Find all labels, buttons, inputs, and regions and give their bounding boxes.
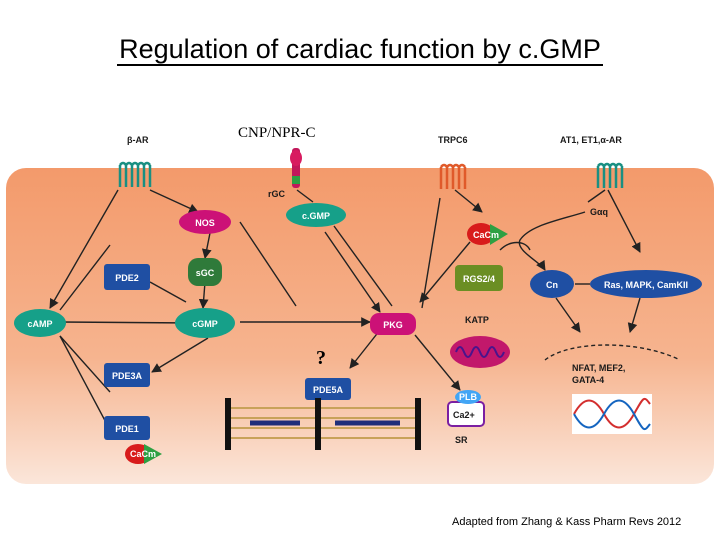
nfat-line-1: NFAT, MEF2, (572, 363, 625, 373)
source-credit: Adapted from Zhang & Kass Pharm Revs 201… (452, 516, 682, 528)
cacm-bottom-label: CaCm (130, 449, 156, 459)
mitochondrion-icon (450, 336, 510, 368)
cacm-bottom-node: CaCm (125, 444, 162, 464)
at1-receptor-icon (596, 162, 624, 188)
cgmp-mid-label: cGMP (192, 319, 218, 329)
rgs-label: RGS2/4 (463, 274, 495, 284)
sr-label: SR (455, 435, 468, 445)
pde2-node (104, 264, 150, 290)
page-title: Regulation of cardiac function by c.GMP (117, 34, 603, 66)
pde5a-node (305, 378, 351, 400)
dna-helix-icon (572, 394, 652, 434)
ras-mapk-label: Ras, MAPK, CamKII (604, 280, 688, 290)
ca2-label: Ca2+ (453, 410, 475, 420)
pde3a-label: PDE3A (112, 371, 143, 381)
cacm-top-node: CaCm (467, 223, 508, 245)
cgmp-top-node (286, 203, 346, 227)
at1-label: AT1, ET1,α-AR (560, 135, 622, 145)
cn-node (530, 270, 574, 298)
pkg-node (370, 313, 416, 335)
katp-label: KATP (465, 315, 489, 325)
pathway-arrows (49, 189, 681, 431)
nos-node (179, 210, 231, 234)
plb-node (455, 390, 481, 404)
pde5a-label: PDE5A (313, 385, 344, 395)
cn-label: Cn (546, 280, 558, 290)
pde1-node (104, 416, 150, 440)
camp-node (14, 309, 66, 337)
nfat-label: NFAT, MEF2, GATA-4 (572, 363, 628, 385)
rgc-receptor-icon (290, 148, 302, 188)
question-mark: ? (316, 347, 326, 369)
cell-membrane (6, 168, 714, 484)
trpc6-label: TRPC6 (438, 135, 468, 145)
camp-label: cAMP (27, 319, 52, 329)
rgc-label: rGC (268, 189, 286, 199)
plb-label: PLB (459, 392, 478, 402)
beta-ar-receptor-icon (118, 161, 152, 187)
pde2-label: PDE2 (115, 273, 139, 283)
beta-ar-label: β-AR (127, 135, 149, 145)
trpc6-channel-icon (439, 163, 467, 189)
rgs-node (455, 265, 503, 291)
ras-mapk-node (590, 270, 702, 298)
cnp-npr-label: CNP/NPR-C (238, 125, 316, 141)
cgmp-mid-node (175, 308, 235, 338)
sgc-label: sGC (196, 268, 215, 278)
cgmp-top-label: c.GMP (302, 211, 330, 221)
pde3a-node (104, 363, 150, 387)
cacm-top-label: CaCm (473, 230, 499, 240)
pde1-label: PDE1 (115, 424, 139, 434)
nos-label: NOS (195, 218, 215, 228)
pkg-label: PKG (383, 320, 403, 330)
nfat-line-2: GATA-4 (572, 375, 604, 385)
sarcomere-icon (225, 398, 421, 450)
sgc-node (188, 258, 222, 286)
gaq-label: Gαq (590, 207, 608, 217)
